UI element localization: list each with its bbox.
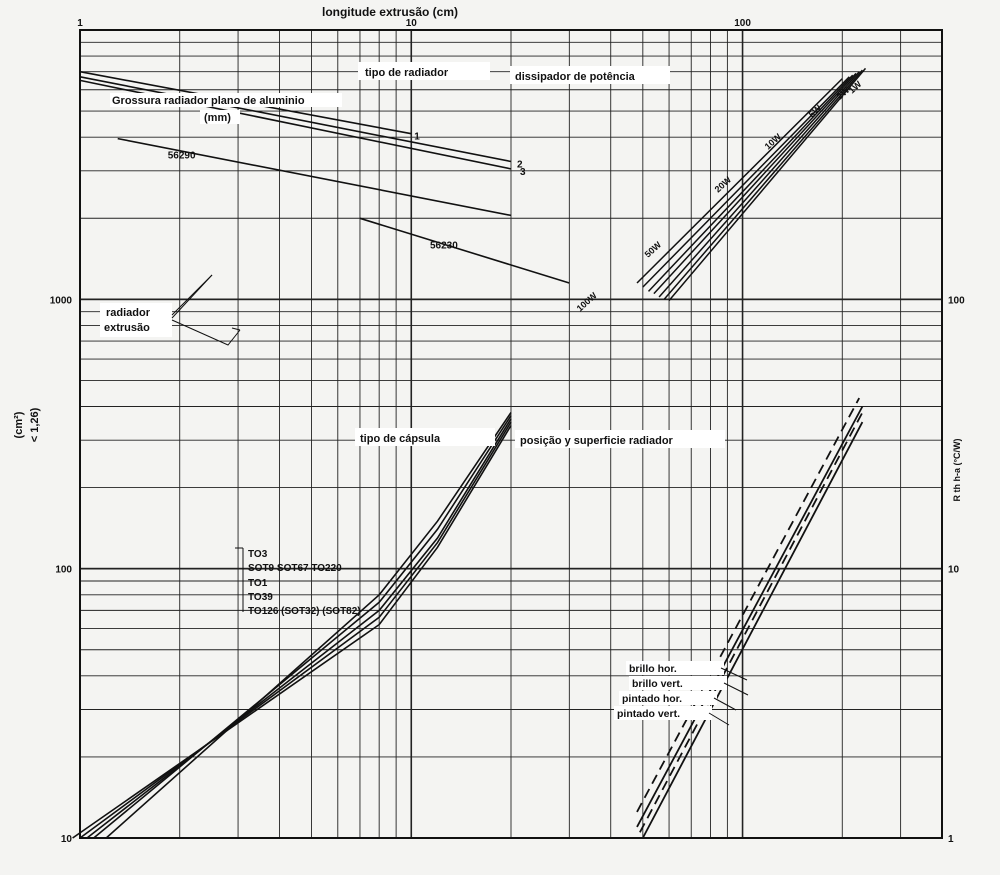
- plate-curve-label: 2: [517, 159, 523, 170]
- power-line-1W: [668, 67, 867, 301]
- capsule-label: TO1: [248, 578, 268, 589]
- capsule-label: TO39: [248, 592, 273, 603]
- capsule-curve: [72, 425, 512, 839]
- plot-frame: [79, 29, 943, 839]
- capsule-label: SOT9 SOT67 TO220: [248, 563, 342, 574]
- right-tick-label: 100: [948, 295, 965, 306]
- extrusion-pointers: [171, 274, 241, 346]
- position-line: [636, 406, 864, 828]
- left-axis-title: (cm²): [13, 411, 25, 438]
- left-tick-label: 1000: [50, 295, 73, 306]
- label-capsule-type: tipo de cápsula: [360, 433, 441, 445]
- power-line-10W: [653, 72, 857, 295]
- position-label-bg: [614, 706, 712, 720]
- left-tick-label: 100: [55, 565, 72, 576]
- top-tick-label: 100: [734, 18, 751, 29]
- left-axis-title-extra: < 1,26): [29, 407, 41, 442]
- capsule-bracket: [235, 547, 244, 612]
- power-line-20W: [647, 74, 854, 292]
- position-line: [636, 397, 860, 813]
- label-plate-unit: (mm): [204, 112, 231, 124]
- plate-curve-label: 3: [520, 167, 526, 178]
- position-pointer: [708, 712, 730, 726]
- position-label-bg: [619, 691, 717, 705]
- label-plate: Grossura radiador plano de aluminio: [112, 95, 305, 107]
- right-tick-label: 1: [948, 834, 954, 845]
- power-line-100W: [636, 78, 843, 284]
- power-line-label: 50W: [643, 239, 664, 259]
- position-label-bg: [626, 661, 724, 675]
- extrusion-curve-56290: [117, 137, 512, 217]
- plate-curve-2: [79, 76, 512, 163]
- right-tick-label: 10: [948, 565, 960, 576]
- plate-curve-label: 1: [414, 132, 420, 143]
- position-label: pintado vert.: [617, 708, 680, 720]
- left-tick-label: 10: [61, 834, 73, 845]
- position-pointer: [720, 667, 748, 681]
- label-radiator-type: tipo de radiador: [365, 67, 449, 79]
- extrusion-curve-label: 56230: [430, 240, 458, 251]
- power-line-2W: [663, 69, 863, 300]
- capsule-label: TO126 (SOT32) (SOT82): [248, 606, 361, 617]
- capsule-curve: [93, 415, 512, 839]
- position-line: [639, 412, 864, 833]
- label-power: dissipador de potência: [515, 71, 636, 83]
- label-position: posição y superficie radiador: [520, 435, 674, 447]
- position-label-bg: [629, 676, 727, 690]
- position-pointer: [723, 682, 749, 696]
- label-extrusion-2: extrusão: [104, 322, 150, 334]
- position-label: brillo vert.: [632, 678, 683, 690]
- power-line-5W: [658, 71, 860, 298]
- capsule-label: TO3: [248, 549, 268, 560]
- right-axis-title: R th h-a (°C/W): [952, 438, 962, 501]
- extrusion-curve-label: 56290: [168, 151, 196, 162]
- power-line-label: 20W: [713, 174, 734, 194]
- extrusion-curve-56230: [359, 217, 570, 284]
- top-tick-label: 1: [77, 18, 83, 29]
- position-label: brillo hor.: [629, 663, 677, 675]
- label-extrusion-1: radiador: [106, 307, 151, 319]
- top-axis-title: longitude extrusão (cm): [322, 5, 458, 19]
- position-line: [642, 421, 864, 839]
- power-line-label: 100W: [575, 290, 600, 314]
- position-label: pintado hor.: [622, 693, 682, 705]
- top-tick-label: 10: [406, 18, 418, 29]
- position-pointer: [713, 697, 737, 711]
- capsule-curve: [79, 421, 512, 839]
- power-line-50W: [642, 76, 850, 288]
